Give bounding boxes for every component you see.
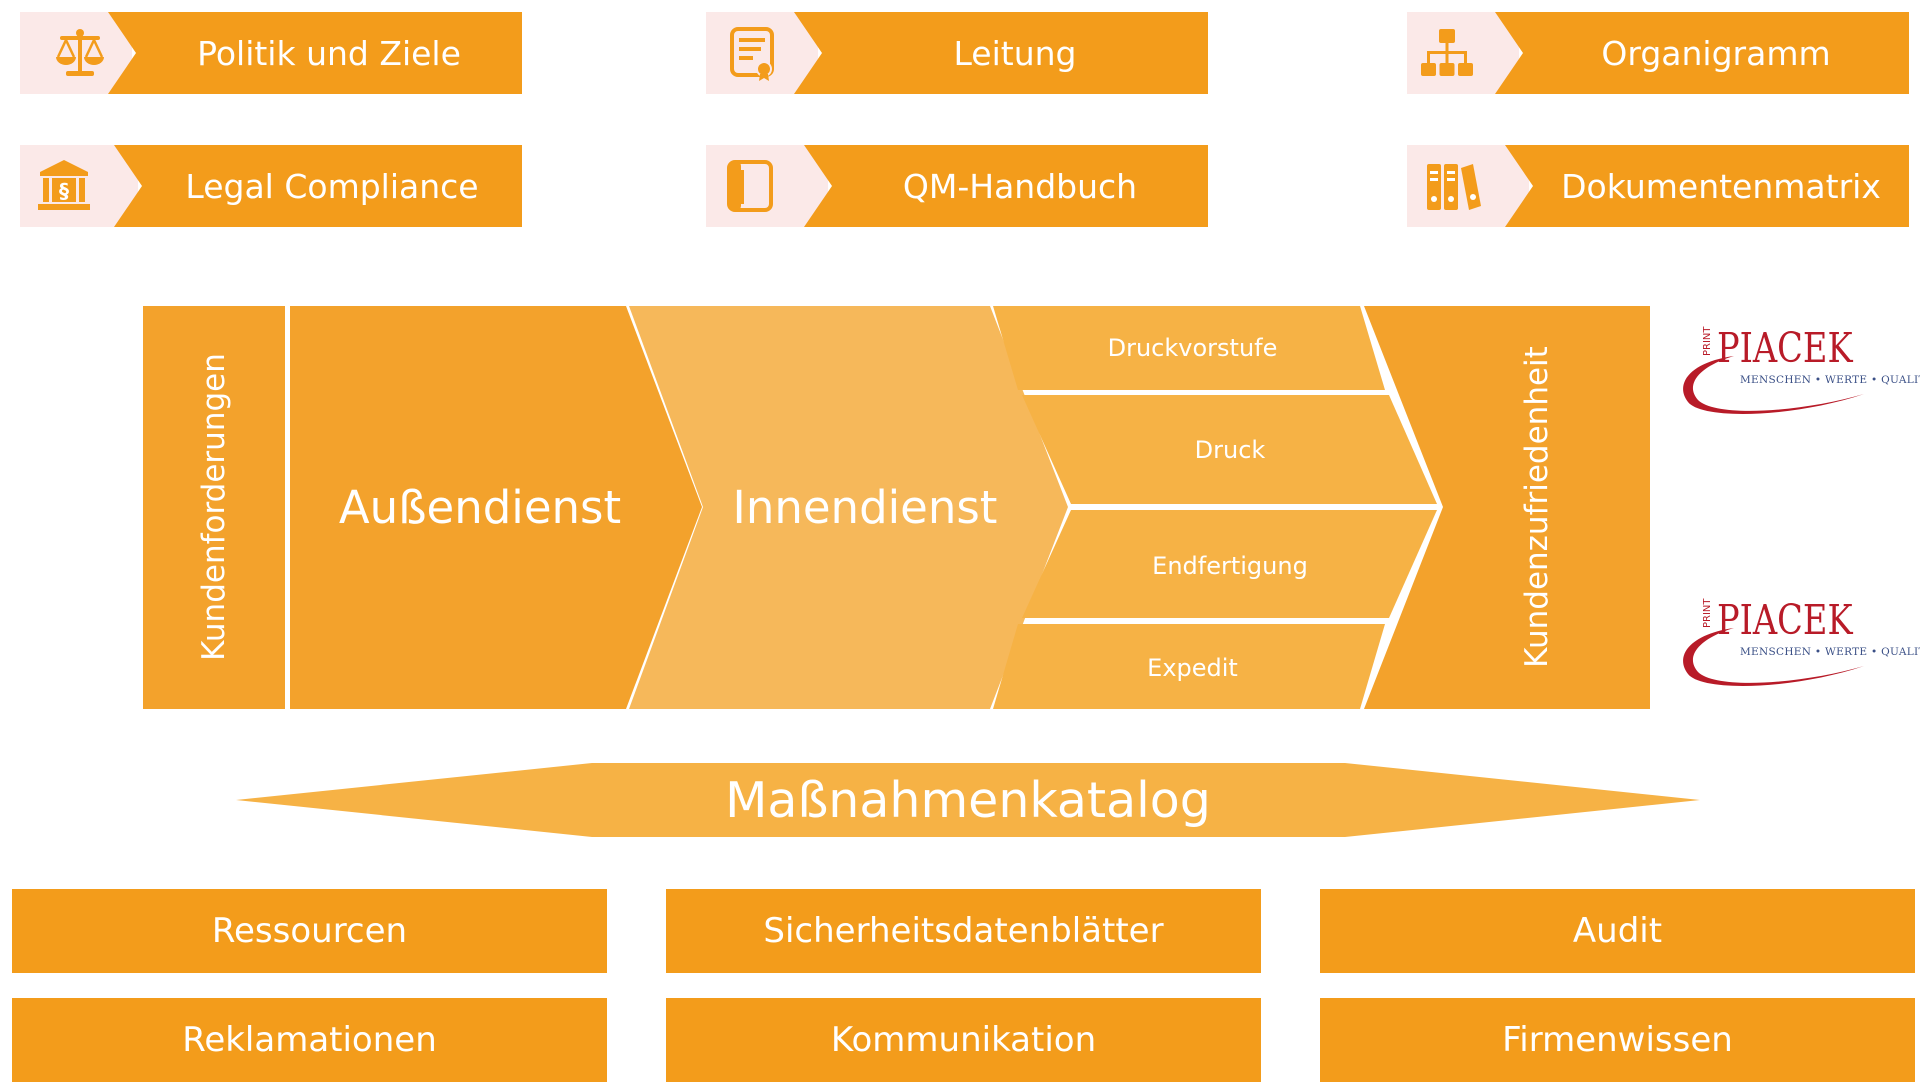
logo-tagline: MENSCHEN • WERTE • QUALITÄT [1740, 374, 1920, 386]
expedit-label: Expedit [1147, 654, 1238, 682]
svg-text:§: § [59, 179, 69, 203]
sicherheitsdatenblaetter-button[interactable]: Sicherheitsdatenblätter [666, 889, 1261, 973]
druck-label: Druck [1194, 436, 1266, 464]
innendienst-label: Innendienst [732, 480, 998, 534]
aussendienst-label: Außendienst [338, 480, 622, 534]
book-icon [727, 160, 773, 212]
nav-label: Legal Compliance [185, 166, 479, 206]
nav-band: Politik und Ziele [108, 12, 522, 94]
firmenwissen-button[interactable]: Firmenwissen [1320, 998, 1915, 1082]
company-logo: PRINT PIACEK MENSCHEN • WERTE • QUALITÄT [1672, 322, 1920, 432]
massnahmenkatalog-banner[interactable] [236, 763, 1700, 837]
courthouse-paragraph-icon: § [38, 160, 90, 210]
nav-band: Legal Compliance [114, 145, 522, 227]
nav-label: Organigramm [1601, 33, 1831, 73]
audit-button[interactable]: Audit [1320, 889, 1915, 973]
nav-organigramm[interactable]: Organigramm [1407, 12, 1909, 94]
druck-segment[interactable] [1022, 395, 1437, 504]
expedit-segment[interactable] [993, 624, 1385, 709]
logo-print: PRINT [1702, 326, 1713, 356]
logo-tagline: MENSCHEN • WERTE • QUALITÄT [1740, 646, 1920, 658]
nav-band: QM-Handbuch [804, 145, 1208, 227]
logo-name: PIACEK [1717, 596, 1853, 644]
nav-legal-compliance[interactable]: § Legal Compliance [20, 145, 522, 227]
nav-band: Dokumentenmatrix [1505, 145, 1909, 227]
kundenzufriedenheit-box [1364, 306, 1650, 709]
massnahmenkatalog-label: Maßnahmenkatalog [725, 771, 1211, 829]
ressourcen-button[interactable]: Ressourcen [12, 889, 607, 973]
nav-icon-box [706, 145, 828, 227]
nav-label: Dokumentenmatrix [1561, 166, 1881, 206]
reklamationen-button[interactable]: Reklamationen [12, 998, 607, 1082]
nav-icon-box [20, 12, 132, 94]
nav-band: Organigramm [1495, 12, 1909, 94]
company-logo: PRINT PIACEK MENSCHEN • WERTE • QUALITÄT [1672, 594, 1920, 704]
nav-politik-und-ziele[interactable]: Politik und Ziele [20, 12, 522, 94]
druckvorstufe-segment[interactable] [993, 306, 1385, 390]
kommunikation-button[interactable]: Kommunikation [666, 998, 1261, 1082]
nav-qm-handbuch[interactable]: QM-Handbuch [706, 145, 1208, 227]
logo-swoosh [1683, 356, 1864, 414]
org-chart-icon [1421, 29, 1473, 76]
scales-icon [56, 29, 104, 76]
innendienst-chevron[interactable] [629, 306, 1068, 709]
binders-icon [1427, 164, 1481, 210]
endfertigung-segment[interactable] [1022, 510, 1437, 618]
nav-dokumentenmatrix[interactable]: Dokumentenmatrix [1407, 145, 1909, 227]
endfertigung-label: Endfertigung [1152, 552, 1308, 580]
logo-print: PRINT [1702, 598, 1713, 628]
logo-swoosh [1683, 628, 1864, 686]
logo-name: PIACEK [1717, 324, 1853, 372]
nav-label: QM-Handbuch [902, 166, 1138, 206]
nav-label: Politik und Ziele [197, 33, 461, 73]
kundenforderungen-label: Kundenforderungen [196, 353, 232, 661]
kundenforderungen-box [143, 306, 285, 709]
nav-band: Leitung [794, 12, 1208, 94]
certificate-icon [730, 27, 774, 81]
nav-label: Leitung [953, 33, 1077, 73]
aussendienst-chevron[interactable] [290, 306, 702, 709]
nav-leitung[interactable]: Leitung [706, 12, 1208, 94]
nav-icon-box [706, 12, 818, 94]
druckvorstufe-label: Druckvorstufe [1107, 334, 1278, 362]
kundenzufriedenheit-label: Kundenzufriedenheit [1519, 346, 1555, 668]
